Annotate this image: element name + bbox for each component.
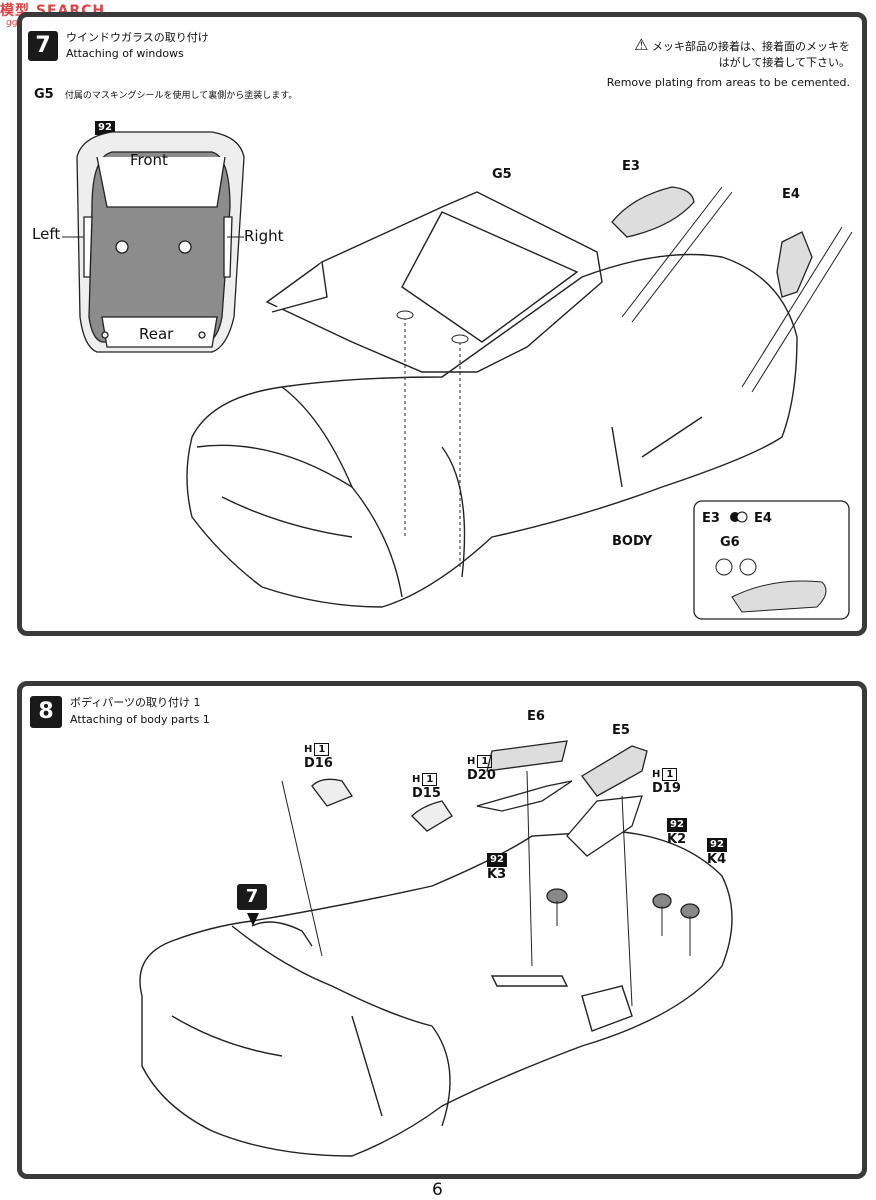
step-number-badge: 7 (28, 31, 58, 61)
mask-sheet-badge: 92 (95, 115, 115, 135)
step-ref-arrow-icon (247, 913, 259, 926)
masking-sheet-icon (76, 131, 245, 353)
car-body-part (186, 253, 798, 608)
step-number-badge: 8 (30, 696, 62, 728)
step7-drawing (62, 131, 853, 620)
warning-en: Remove plating from areas to be cemented… (606, 76, 850, 89)
part-label-e3: E3 (622, 159, 640, 174)
mask-label-right: Right (244, 227, 284, 245)
mask-label-rear: Rear (139, 325, 174, 343)
step-ref-badge: 7 (237, 884, 267, 910)
page-number: 6 (432, 1180, 443, 1200)
warning-jp-line2: はがして接着して下さい。 (718, 56, 850, 69)
step8-drawing (139, 740, 733, 1157)
step-title-en: Attaching of body parts 1 (70, 713, 210, 726)
paint-note: G5 付属のマスキングシールを使用して裏側から塗装します。 (34, 83, 297, 102)
mirror-part-e4 (776, 231, 813, 298)
part-label-e4: E4 (782, 187, 800, 202)
step-title-en: Attaching of windows (66, 47, 184, 60)
inset-label-e4: E4 (754, 511, 772, 526)
step-7-panel: 7 ウインドウガラスの取り付け Attaching of windows G5 … (17, 12, 867, 636)
part-label-e5: E5 (612, 723, 630, 738)
step-8-panel: 8 ボディパーツの取り付け 1 Attaching of body parts … (17, 681, 867, 1179)
car-body-part (139, 830, 733, 1157)
step-title-jp: ボディパーツの取り付け 1 (70, 696, 201, 709)
note-part-label: G5 (34, 87, 54, 102)
part-e5-shape (581, 745, 648, 797)
mask-label-front: Front (130, 151, 168, 169)
part-e6-shape (486, 740, 568, 772)
inset-label-e3: E3 (702, 511, 720, 526)
part-label-g5: G5 (492, 167, 512, 182)
step-title-jp: ウインドウガラスの取り付け (66, 31, 209, 44)
plating-warning: ⚠ メッキ部品の接着は、接着面のメッキを はがして接着して下さい。 Remove… (607, 37, 850, 91)
part-label-body: BODY (612, 534, 653, 549)
mirror-part-e3 (611, 186, 695, 238)
mask-label-left: Left (32, 225, 61, 243)
window-glass-part (265, 191, 603, 373)
part-label-e6: E6 (527, 709, 545, 724)
note-text-jp: 付属のマスキングシールを使用して裏側から塗装します。 (64, 91, 298, 101)
warning-triangle-icon: ⚠ (634, 35, 649, 54)
warning-jp-line1: ⚠ メッキ部品の接着は、接着面のメッキを (634, 35, 850, 54)
inset-label-g6: G6 (720, 535, 740, 550)
